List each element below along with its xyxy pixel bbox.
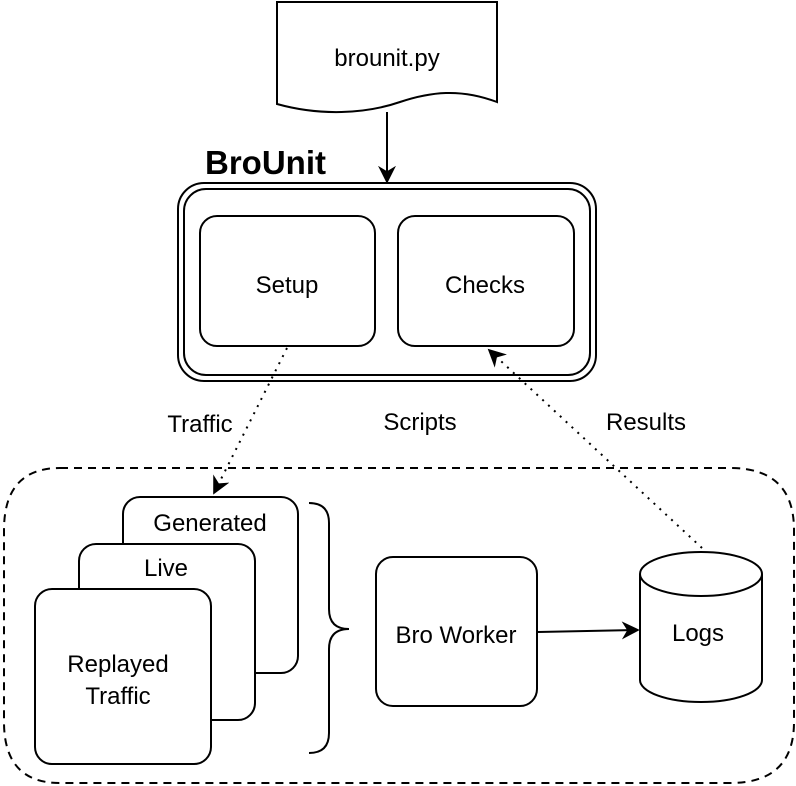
replayed-traffic-card: Replayed Traffic — [34, 588, 212, 765]
checks-box: Checks — [397, 215, 575, 347]
replayed-label-line1: Replayed — [67, 651, 168, 678]
scripts-edge-label: Scripts — [383, 409, 456, 436]
brounit-py-document: brounit.py — [276, 1, 498, 113]
replayed-label-line2: Traffic — [85, 683, 150, 710]
generated-label: Generated — [153, 510, 266, 537]
logs-to-checks-arrow — [487, 348, 703, 549]
setup-to-traffic-arrow — [213, 347, 288, 495]
bro-worker-box: Bro Worker — [375, 556, 538, 707]
results-edge-label: Results — [606, 409, 686, 436]
brounit-title: BroUnit — [205, 144, 326, 181]
bro-worker-label: Bro Worker — [396, 622, 517, 649]
setup-label: Setup — [256, 272, 319, 299]
traffic-edge-label: Traffic — [167, 411, 232, 438]
grouping-brace — [308, 502, 350, 754]
logs-database: Logs — [639, 551, 763, 703]
worker-to-logs-arrow — [537, 621, 640, 640]
setup-box: Setup — [199, 215, 376, 347]
live-label: Live — [144, 555, 188, 582]
checks-label: Checks — [445, 272, 525, 299]
brounit-py-label: brounit.py — [334, 45, 439, 72]
logs-label: Logs — [672, 620, 724, 647]
environment-boundary — [3, 467, 795, 784]
